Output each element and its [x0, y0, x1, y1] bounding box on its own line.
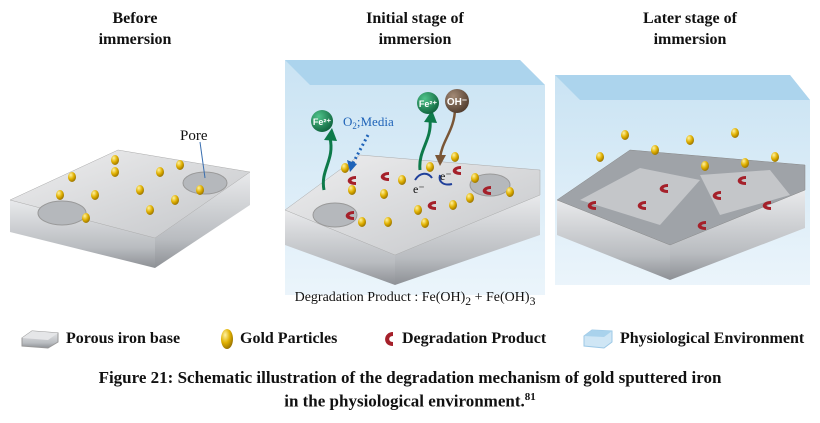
panel-title-before: Before immersion — [60, 8, 210, 50]
title-line: immersion — [378, 31, 452, 48]
degradation-product-mark — [427, 201, 436, 210]
gold-particle — [56, 190, 64, 200]
degradation-product-mark — [637, 201, 646, 210]
degradation-product-mark — [452, 166, 461, 175]
gold-particle — [471, 173, 479, 183]
gold-particle — [82, 213, 90, 223]
water-box-icon — [583, 329, 613, 349]
gold-particle — [621, 130, 629, 140]
pore-pointer — [199, 141, 206, 179]
caption-reference: 81 — [524, 391, 536, 403]
gold-particle — [341, 163, 349, 173]
gold-particle — [398, 175, 406, 185]
gold-particle-icon — [221, 329, 233, 349]
degradation-product-mark — [712, 191, 721, 200]
gold-particle — [136, 185, 144, 195]
gold-particle — [91, 190, 99, 200]
gold-particle — [111, 167, 119, 177]
oh-label: OH⁻ — [447, 97, 467, 108]
gold-particle — [380, 189, 388, 199]
gold-particle — [414, 205, 422, 215]
legend-item-iron: Porous iron base — [20, 328, 180, 350]
degradation-product-mark — [697, 221, 706, 230]
gold-particle — [701, 161, 709, 171]
legend-item-degradation: Degradation Product — [380, 328, 546, 350]
degradation-product-mark — [587, 201, 596, 210]
degradation-product-mark — [482, 186, 491, 195]
legend-item-gold: Gold Particles — [220, 328, 337, 350]
o2-media-label: O2;Media — [343, 114, 394, 131]
gold-particle — [506, 187, 514, 197]
fe-release-arrow — [418, 119, 432, 171]
gold-particle — [686, 135, 694, 145]
oh-ion: OH⁻ — [445, 89, 469, 113]
arrowhead-icon — [424, 110, 437, 123]
fe-release-arrow — [321, 137, 333, 191]
gold-particle — [68, 172, 76, 182]
arrowhead-icon — [347, 160, 357, 172]
legend: Porous iron base Gold Particles Degradat… — [0, 328, 820, 352]
gold-particle — [348, 185, 356, 195]
gold-particle — [171, 195, 179, 205]
gold-particle — [426, 162, 434, 172]
gold-particle — [466, 193, 474, 203]
legend-label: Physiological Environment — [620, 330, 805, 347]
title-line: Before — [112, 10, 158, 27]
fe-ion-left: Fe²⁺ — [311, 110, 333, 132]
gold-particle — [741, 158, 749, 168]
title-line: immersion — [653, 31, 727, 48]
gold-particle — [731, 128, 739, 138]
fe-label: Fe²⁺ — [419, 99, 438, 109]
degradation-product-mark — [737, 176, 746, 185]
degradation-product-mark — [380, 172, 389, 181]
degradation-product-mark — [347, 176, 356, 185]
arrowhead-icon — [435, 155, 446, 166]
porous-iron-block-before — [9, 149, 251, 268]
gold-particle — [196, 185, 204, 195]
panel-title-initial: Initial stage of immersion — [335, 8, 495, 50]
gold-particle — [651, 145, 659, 155]
gold-particle — [449, 200, 457, 210]
degradation-product-icon — [385, 332, 393, 346]
gold-particle — [421, 218, 429, 228]
gold-particle — [384, 217, 392, 227]
gold-particle — [771, 152, 779, 162]
title-line: immersion — [98, 31, 172, 48]
gold-particle — [451, 152, 459, 162]
title-line: Later stage of — [643, 10, 737, 27]
electron-arrow — [438, 174, 453, 186]
degradation-product-mark — [762, 201, 771, 210]
legend-label: Gold Particles — [240, 330, 338, 347]
electron-label: e⁻ — [440, 169, 452, 183]
gold-particle — [111, 155, 119, 165]
gold-particle — [156, 167, 164, 177]
arrowhead-icon — [324, 128, 337, 141]
electron-label: e⁻ — [413, 182, 425, 196]
gold-particle — [358, 217, 366, 227]
degradation-product-formula: Degradation Product : Fe(OH)2 + Fe(OH)3 — [294, 290, 536, 308]
figure-caption-line2: in the physiological environment.81 — [0, 391, 820, 412]
diagram-artwork: Fe²⁺ Fe²⁺ OH⁻ O2;Media e⁻ e⁻ Pore — [9, 60, 810, 295]
figure-caption-line1: Figure 21: Schematic illustration of the… — [98, 368, 722, 387]
title-line: Initial stage of — [366, 10, 464, 27]
panel-title-later: Later stage of immersion — [610, 8, 770, 50]
degradation-product-mark — [659, 184, 668, 193]
caption-text: in the physiological environment. — [284, 391, 525, 411]
oh-arrow — [438, 107, 457, 159]
o2-arrow — [350, 134, 370, 166]
gold-particle — [146, 205, 154, 215]
electron-arrow — [414, 172, 433, 181]
pore-label: Pore — [180, 128, 208, 144]
porous-iron-block-later — [556, 149, 806, 280]
legend-label: Porous iron base — [66, 330, 181, 347]
gold-particle — [596, 152, 604, 162]
legend-item-environment: Physiological Environment — [582, 328, 804, 350]
fe-ion-right: Fe²⁺ — [417, 92, 439, 114]
iron-block-icon — [21, 330, 59, 349]
legend-label: Degradation Product — [402, 330, 547, 347]
degradation-product-mark — [345, 211, 354, 220]
fe-label: Fe²⁺ — [313, 117, 332, 127]
gold-particle — [176, 160, 184, 170]
